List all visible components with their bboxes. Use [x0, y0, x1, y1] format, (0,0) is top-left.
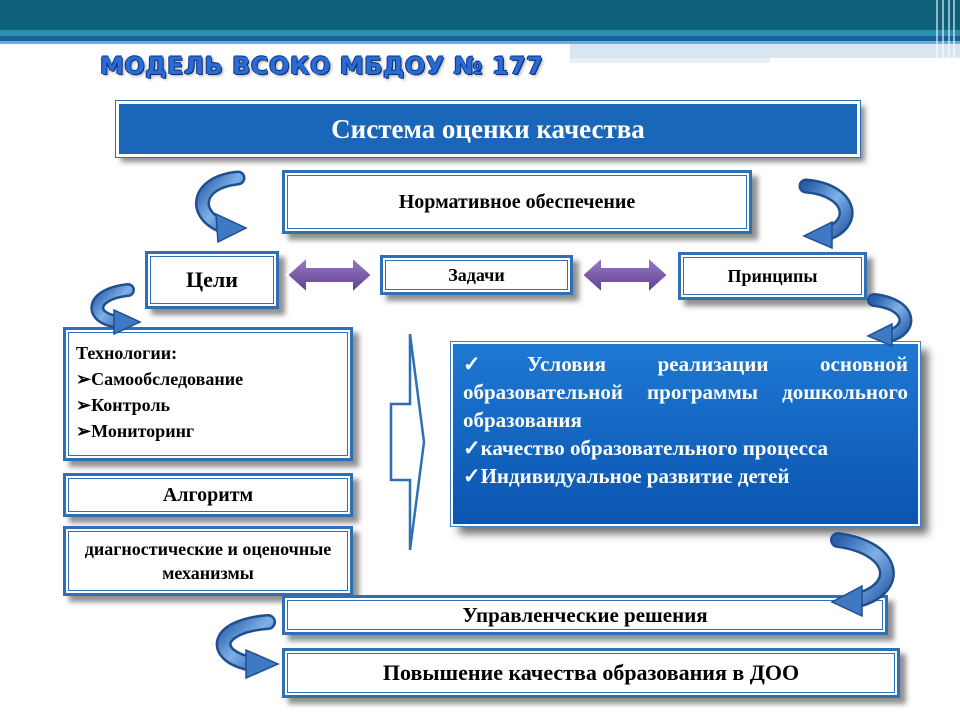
slide-title: МОДЕЛЬ ВСОКО МБДОУ № 177 [100, 52, 544, 80]
management-box: Управленческие решения [282, 595, 888, 635]
quality-item: ✓Условия реализации основной образовател… [463, 352, 908, 432]
technology-item: ➢Мониторинг [76, 421, 195, 441]
system-box: Система оценки качества [115, 100, 861, 158]
curved-arrow-icon [195, 170, 248, 244]
quality-item: ✓Индивидуальное развитие детей [463, 464, 790, 488]
curved-arrow-icon [866, 293, 913, 348]
technologies-heading: Технологии: [76, 343, 178, 363]
technology-item: ➢Контроль [76, 395, 171, 415]
double-arrow-icon [285, 254, 374, 296]
algorithm-box: Алгоритм [63, 473, 353, 517]
header-banner [0, 0, 960, 66]
normative-box: Нормативное обеспечение [282, 170, 752, 234]
curved-arrow-icon [90, 283, 142, 336]
quality-criteria-panel: ✓Условия реализации основной образовател… [450, 341, 921, 527]
goals-box: Цели [145, 251, 279, 309]
double-arrow-icon [580, 254, 670, 296]
tasks-box: Задачи [380, 255, 573, 295]
quality-item: ✓качество образовательного процесса [463, 436, 829, 460]
curved-arrow-icon [830, 532, 895, 618]
principles-box: Принципы [678, 252, 867, 300]
big-right-arrow-icon [389, 333, 426, 551]
improvement-box: Повышение качества образования в ДОО [282, 648, 900, 698]
curved-arrow-icon [215, 614, 280, 680]
technology-item: ➢Самообследование [76, 369, 244, 389]
curved-arrow-icon [798, 178, 854, 250]
technologies-box: Технологии: ➢Самообследование ➢Контроль … [63, 327, 353, 461]
mechanisms-box: диагностические и оценочные механизмы [63, 526, 353, 596]
